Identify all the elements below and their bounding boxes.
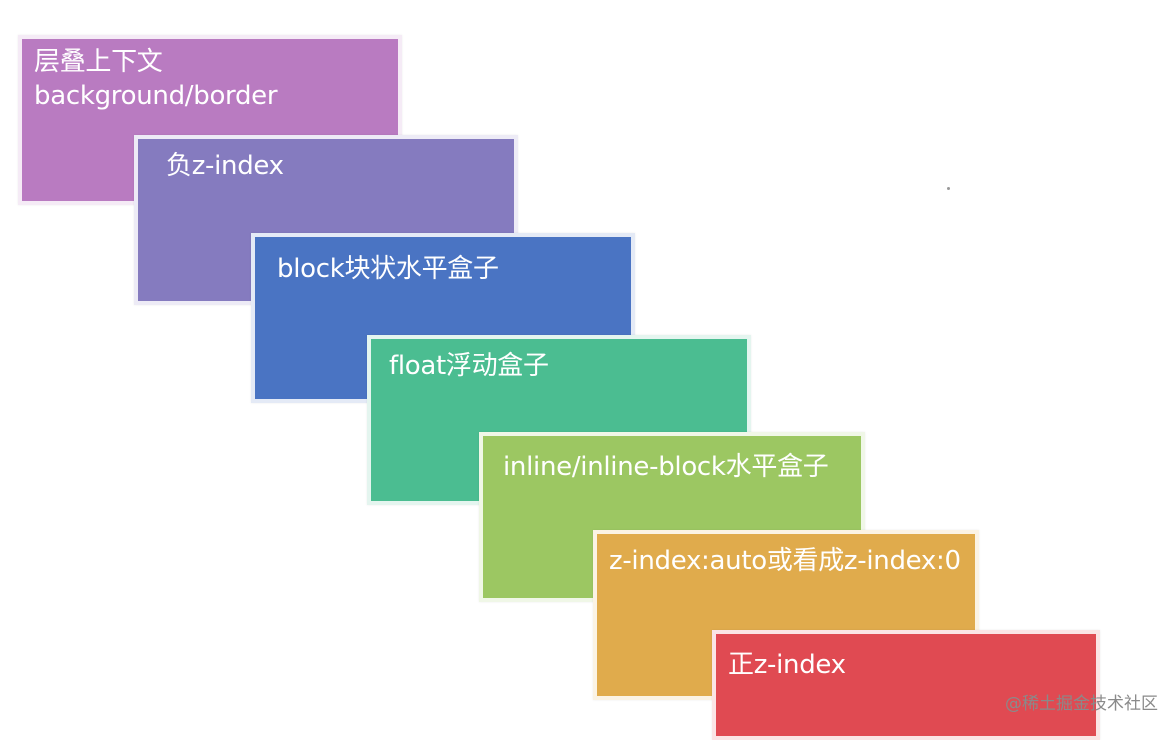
layer-inline-block-box: inline/inline-block水平盒子 bbox=[479, 432, 865, 602]
layer-label: 层叠上下文 background/border bbox=[34, 45, 278, 113]
watermark: @稀土掘金技术社区 bbox=[1005, 694, 1158, 714]
layer-positive-z-index: 正z-index bbox=[712, 630, 1100, 740]
stray-dot bbox=[947, 187, 950, 190]
layer-label-line: 层叠上下文 bbox=[34, 47, 163, 77]
layer-label: float浮动盒子 bbox=[389, 351, 549, 381]
layer-label: z-index:auto或看成z-index:0 bbox=[609, 546, 961, 576]
layer-label: inline/inline-block水平盒子 bbox=[503, 452, 829, 482]
layer-label-line: background/border bbox=[34, 81, 278, 111]
layer-label: 负z-index bbox=[166, 151, 284, 181]
layer-z-index-auto-zero: z-index:auto或看成z-index:0 bbox=[593, 530, 979, 700]
layer-label: 正z-index bbox=[728, 650, 846, 680]
layer-label: block块状水平盒子 bbox=[277, 254, 499, 284]
